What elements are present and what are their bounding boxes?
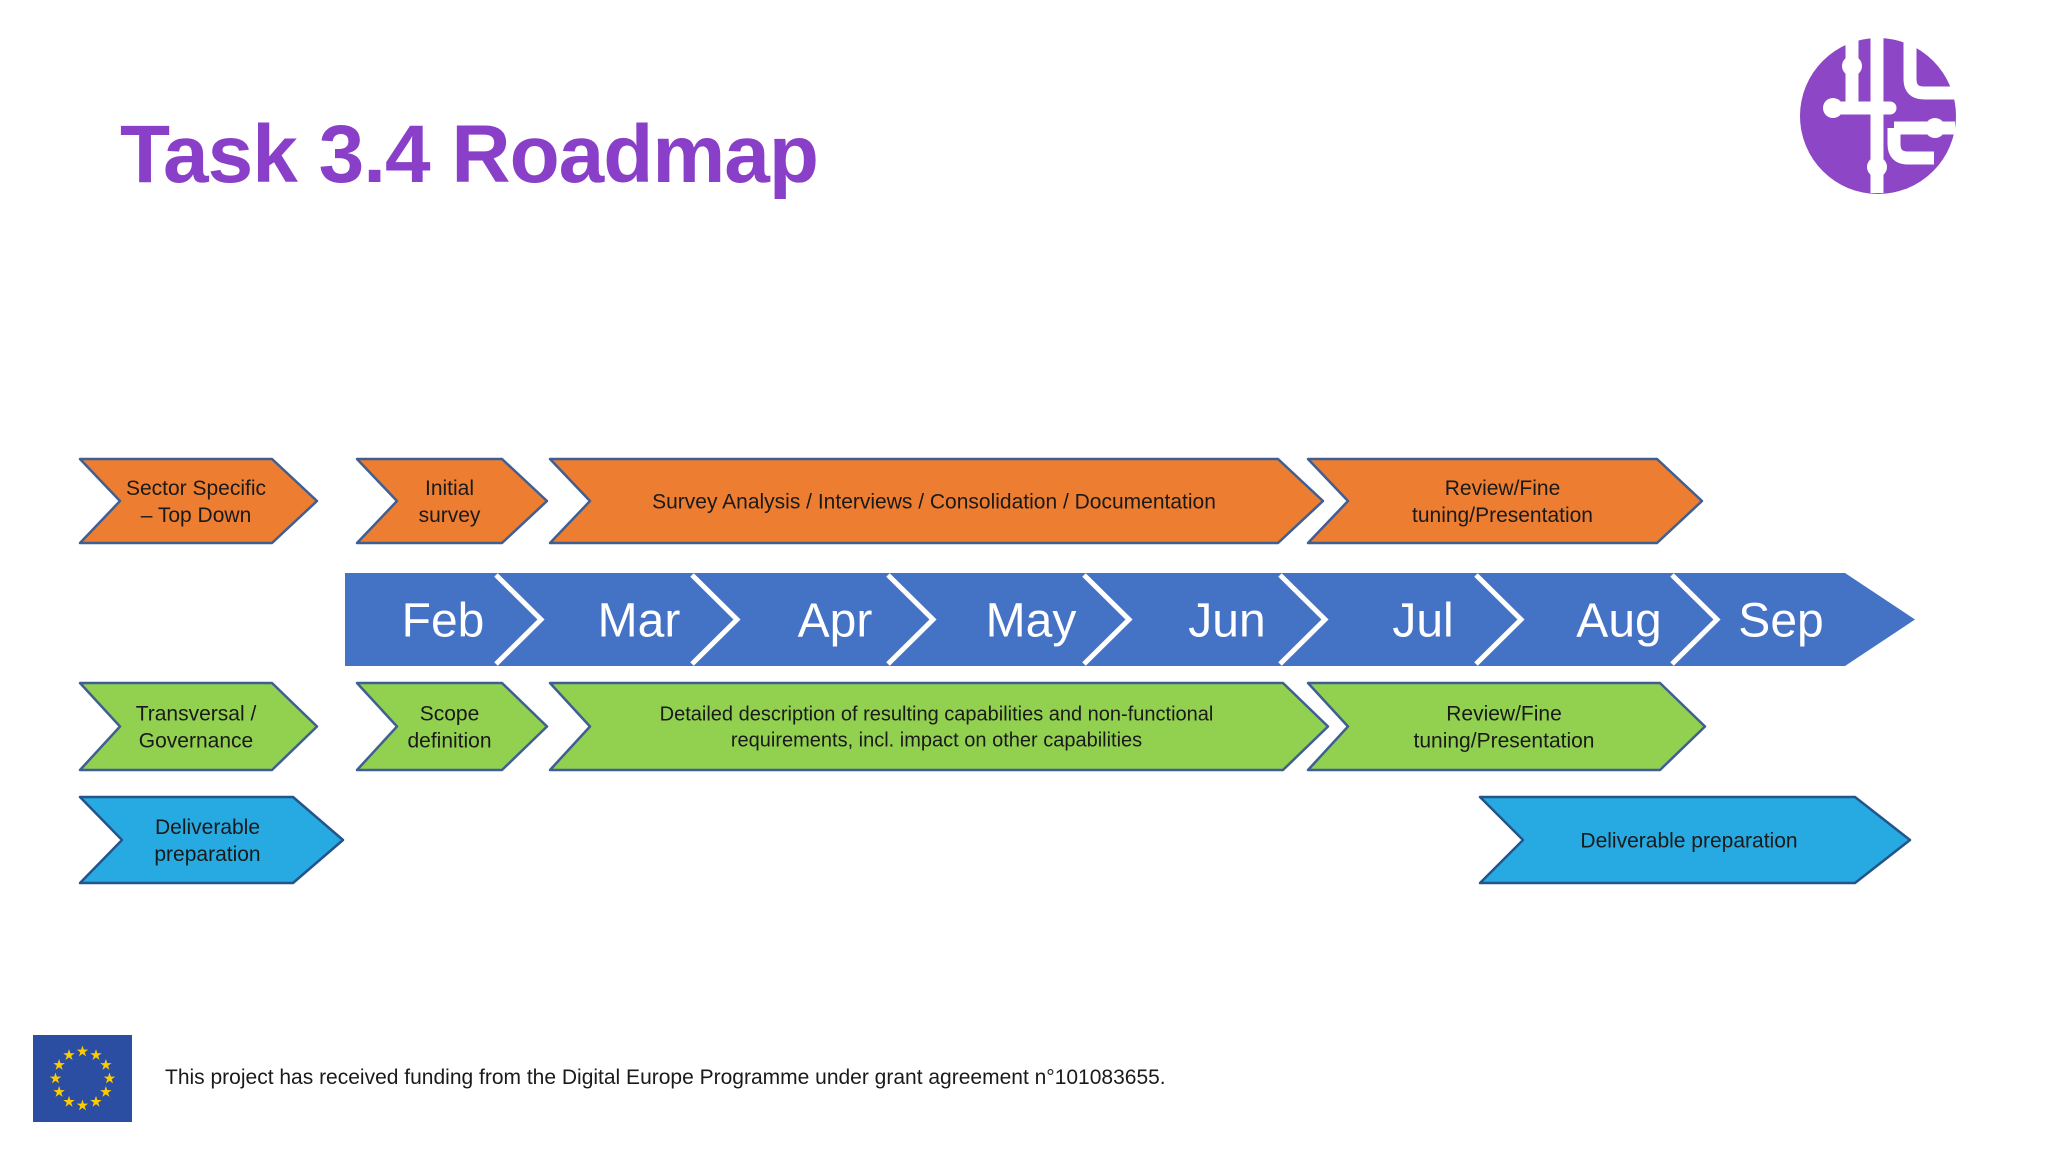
eu-star <box>76 1045 89 1057</box>
label-line: Deliverable <box>155 816 260 839</box>
eu-star <box>103 1072 116 1084</box>
month-label: Apr <box>798 595 873 648</box>
arrow-label: Detailed description of resulting capabi… <box>660 704 1214 752</box>
arrow-label: Review/Fine tuning/Presentation <box>1414 703 1595 753</box>
arrow-label: Deliverable preparation <box>1580 830 1797 853</box>
eu-star <box>53 1086 65 1097</box>
company-logo-icon <box>1800 38 1956 194</box>
label-line: Governance <box>139 730 253 753</box>
label-line: Survey Analysis / Interviews / Consolida… <box>652 491 1216 514</box>
month-separator <box>1082 573 1133 666</box>
label-line: Deliverable preparation <box>1580 830 1797 853</box>
eu-star <box>100 1086 112 1097</box>
roadmap-arrow-transversal-2 <box>548 681 1330 772</box>
month-label: May <box>986 595 1077 648</box>
arrow-label: Survey Analysis / Interviews / Consolida… <box>652 491 1216 514</box>
eu-star <box>63 1095 75 1107</box>
month-label: Jul <box>1392 595 1453 648</box>
eu-star <box>90 1095 102 1107</box>
roadmap-arrow-top_down-2 <box>548 457 1325 545</box>
arrow-label: Deliverable preparation <box>154 816 260 866</box>
month-separator <box>886 573 937 666</box>
label-line: tuning/Presentation <box>1414 730 1595 753</box>
label-line: Initial <box>425 477 474 500</box>
label-line: preparation <box>154 843 260 866</box>
month-separator <box>690 573 741 666</box>
label-line: requirements, incl. impact on other capa… <box>731 730 1142 752</box>
month-separator <box>1670 573 1721 666</box>
month-separator <box>1474 573 1525 666</box>
eu-star <box>63 1049 75 1060</box>
month-label: Mar <box>598 595 681 648</box>
page-title: Task 3.4 Roadmap <box>120 109 819 200</box>
roadmap-arrow-deliverables-1 <box>1478 795 1912 885</box>
label-line: Review/Fine <box>1446 703 1562 726</box>
funding-text: This project has received funding from t… <box>165 1066 1166 1089</box>
roadmap-arrow-top_down-0 <box>78 457 319 545</box>
label-line: Detailed description of resulting capabi… <box>660 704 1214 726</box>
label-line: – Top Down <box>141 504 252 527</box>
label-line: Review/Fine <box>1445 477 1561 500</box>
label-line: Transversal / <box>136 703 257 726</box>
month-label: Aug <box>1576 595 1661 648</box>
eu-star <box>53 1059 65 1070</box>
month-label: Sep <box>1738 595 1823 648</box>
roadmap-arrow-transversal-0 <box>78 681 319 772</box>
roadmap-arrow-transversal-3 <box>1306 681 1707 772</box>
eu-star <box>76 1099 89 1111</box>
arrow-label: Scope definition <box>407 703 491 753</box>
label-line: tuning/Presentation <box>1412 504 1593 527</box>
arrow-label: Transversal / Governance <box>136 703 257 753</box>
month-separator <box>494 573 545 666</box>
eu-flag <box>33 1035 132 1122</box>
month-label: Jun <box>1188 595 1265 648</box>
month-label: Feb <box>402 595 485 648</box>
label-line: Scope <box>420 703 480 726</box>
eu-star <box>100 1059 112 1070</box>
label-line: survey <box>419 504 481 527</box>
eu-star <box>49 1072 62 1084</box>
arrow-label: Review/Fine tuning/Presentation <box>1412 477 1593 527</box>
month-separator <box>1278 573 1329 666</box>
label-line: Sector Specific <box>126 477 266 500</box>
arrow-label: Sector Specific – Top Down <box>126 477 266 527</box>
eu-star <box>90 1049 102 1060</box>
roadmap-arrow-top_down-3 <box>1306 457 1704 545</box>
roadmap-arrow-transversal-1 <box>355 681 549 772</box>
label-line: definition <box>407 730 491 753</box>
arrow-label: Initial survey <box>419 477 481 527</box>
roadmap-arrow-top_down-1 <box>355 457 549 545</box>
roadmap-arrow-deliverables-0 <box>78 795 345 885</box>
